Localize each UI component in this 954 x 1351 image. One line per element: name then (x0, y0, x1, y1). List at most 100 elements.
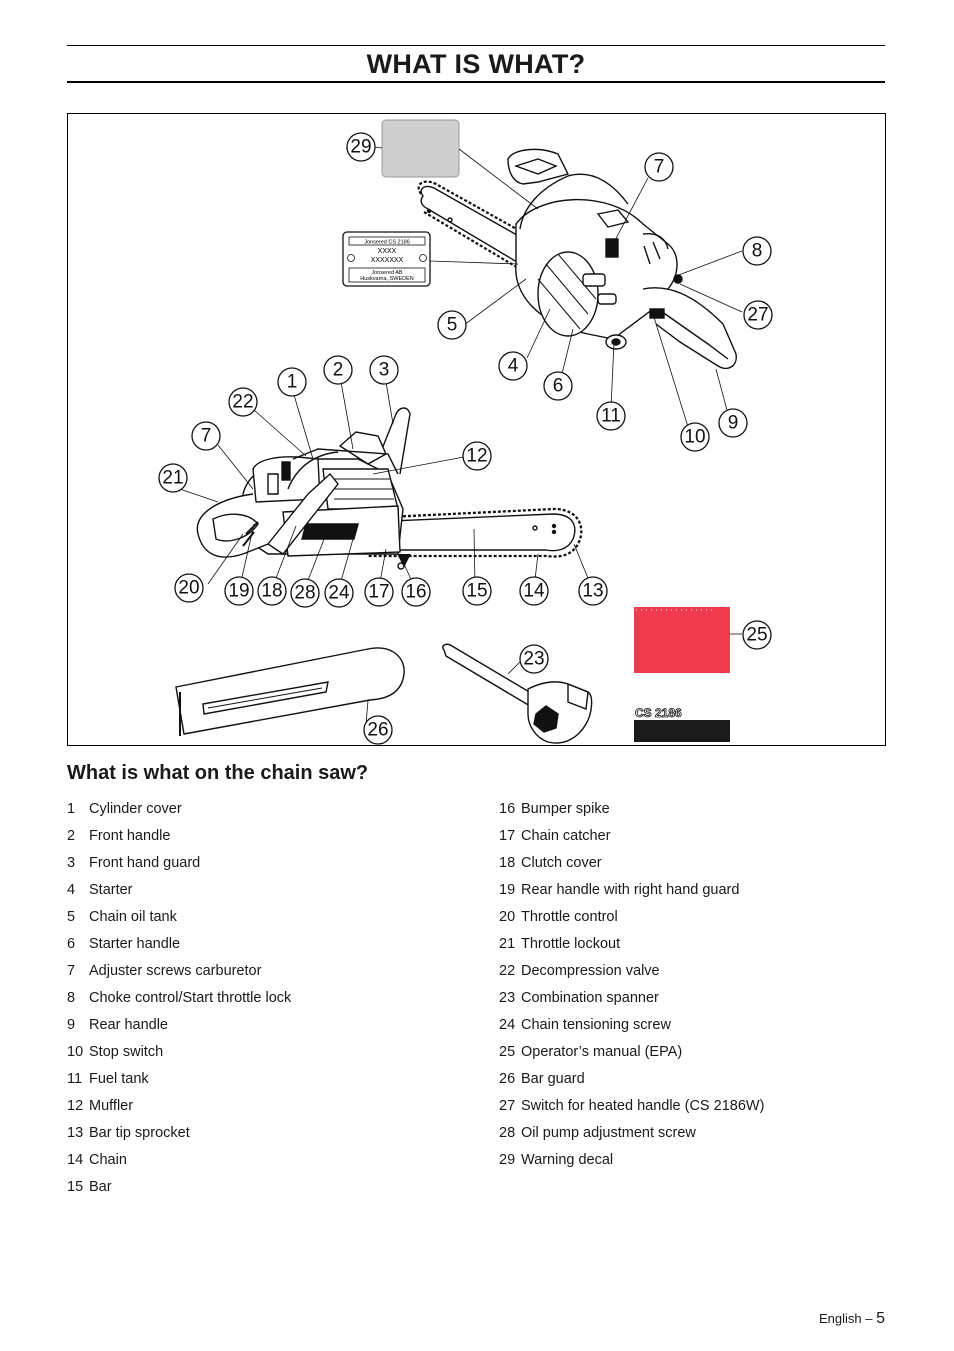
list-item: 29 Warning decal (499, 1148, 764, 1175)
part-label: Bumper spike (521, 801, 610, 817)
part-number: 29 (499, 1152, 516, 1168)
part-number: 11 (67, 1071, 83, 1087)
callout-17: 17 (364, 577, 394, 607)
part-number: 10 (67, 1044, 84, 1060)
callout-7-side: 7 (191, 421, 221, 451)
footer-language: English (818, 1311, 862, 1326)
type-plate: Jonsered CS 2186 XXXX XXXXXXX Jonsered A… (342, 231, 431, 287)
svg-text:2: 2 (333, 360, 344, 381)
bar-guard-graphic (175, 647, 405, 736)
callout-27: 27 (743, 300, 773, 330)
list-item: 10 Stop switch (67, 1040, 291, 1067)
callout-26: 26 (363, 715, 393, 745)
callout-1: 1 (277, 367, 307, 397)
part-label: Adjuster screws carburetor (89, 963, 262, 979)
list-item: 18 Clutch cover (499, 851, 764, 878)
svg-text:3: 3 (379, 360, 390, 381)
plate-line-3: XXXXXXX (371, 257, 404, 264)
chainsaw-top-view (417, 148, 737, 370)
svg-text:9: 9 (728, 413, 739, 434)
part-label: Bar (89, 1179, 112, 1195)
list-item: 21 Throttle lockout (499, 932, 764, 959)
part-label: Chain (89, 1152, 127, 1168)
callout-12: 12 (462, 441, 492, 471)
part-label: Rear handle with right hand guard (521, 882, 740, 898)
svg-text:5: 5 (447, 315, 458, 336)
svg-text:23: 23 (523, 649, 544, 670)
part-number: 3 (67, 855, 76, 871)
callout-3: 3 (369, 355, 399, 385)
part-number: 20 (499, 909, 516, 925)
callout-4: 4 (498, 351, 528, 381)
part-label: Warning decal (521, 1152, 614, 1168)
header-bottom-rule (67, 81, 885, 83)
part-label: Cylinder cover (89, 801, 182, 817)
callout-29: 29 (346, 132, 376, 162)
part-label: Stop switch (89, 1044, 164, 1060)
part-number: 19 (499, 882, 516, 898)
svg-text:28: 28 (294, 583, 315, 604)
part-number: 1 (67, 801, 76, 817)
list-item: 11 Fuel tank (67, 1067, 291, 1094)
page-title: WHAT IS WHAT? (366, 49, 586, 79)
svg-text:20: 20 (178, 578, 199, 599)
part-number: 18 (499, 855, 516, 871)
part-label: Throttle lockout (521, 936, 621, 952)
plate-line-5: Huskvarna, SWEDEN (360, 276, 414, 282)
callout-18: 18 (257, 576, 287, 606)
part-label: Fuel tank (89, 1071, 149, 1087)
part-label: Combination spanner (521, 990, 659, 1006)
svg-text:26: 26 (367, 720, 388, 741)
svg-text:24: 24 (328, 583, 350, 604)
part-number: 5 (67, 909, 76, 925)
operators-manual-graphic: CS 2186 (634, 607, 730, 742)
part-label: Starter (89, 882, 133, 898)
list-item: 23 Combination spanner (499, 986, 764, 1013)
svg-text:13: 13 (582, 581, 603, 602)
part-label: Rear handle (89, 1017, 168, 1033)
svg-text:22: 22 (232, 392, 253, 413)
callout-7-top: 7 (644, 152, 674, 182)
callout-21: 21 (158, 463, 188, 493)
part-label: Clutch cover (521, 855, 602, 871)
part-number: 6 (67, 936, 76, 952)
part-label: Muffler (89, 1098, 134, 1114)
svg-text:14: 14 (523, 581, 545, 602)
svg-text:18: 18 (261, 581, 282, 602)
callout-20: 20 (174, 573, 204, 603)
list-item: 4 Starter (67, 878, 291, 905)
part-number: 21 (499, 936, 516, 952)
svg-text:17: 17 (368, 582, 389, 603)
part-number: 2 (67, 828, 76, 844)
svg-text:11: 11 (601, 406, 621, 427)
manual-title: CS 2186 (635, 706, 682, 720)
svg-text:1: 1 (287, 372, 298, 393)
callout-19: 19 (224, 576, 254, 606)
part-number: 26 (499, 1071, 516, 1087)
svg-text:27: 27 (747, 305, 768, 326)
part-label: Front hand guard (89, 855, 201, 871)
part-label: Switch for heated handle (CS 2186W) (521, 1098, 765, 1114)
part-number: 4 (67, 882, 76, 898)
svg-text:21: 21 (162, 468, 183, 489)
part-number: 23 (499, 990, 516, 1006)
page-number: 5 (876, 1310, 885, 1327)
list-item: 1 Cylinder cover (67, 797, 291, 824)
plate-line-1: Jonsered CS 2186 (364, 240, 410, 246)
part-number: 12 (67, 1098, 84, 1114)
